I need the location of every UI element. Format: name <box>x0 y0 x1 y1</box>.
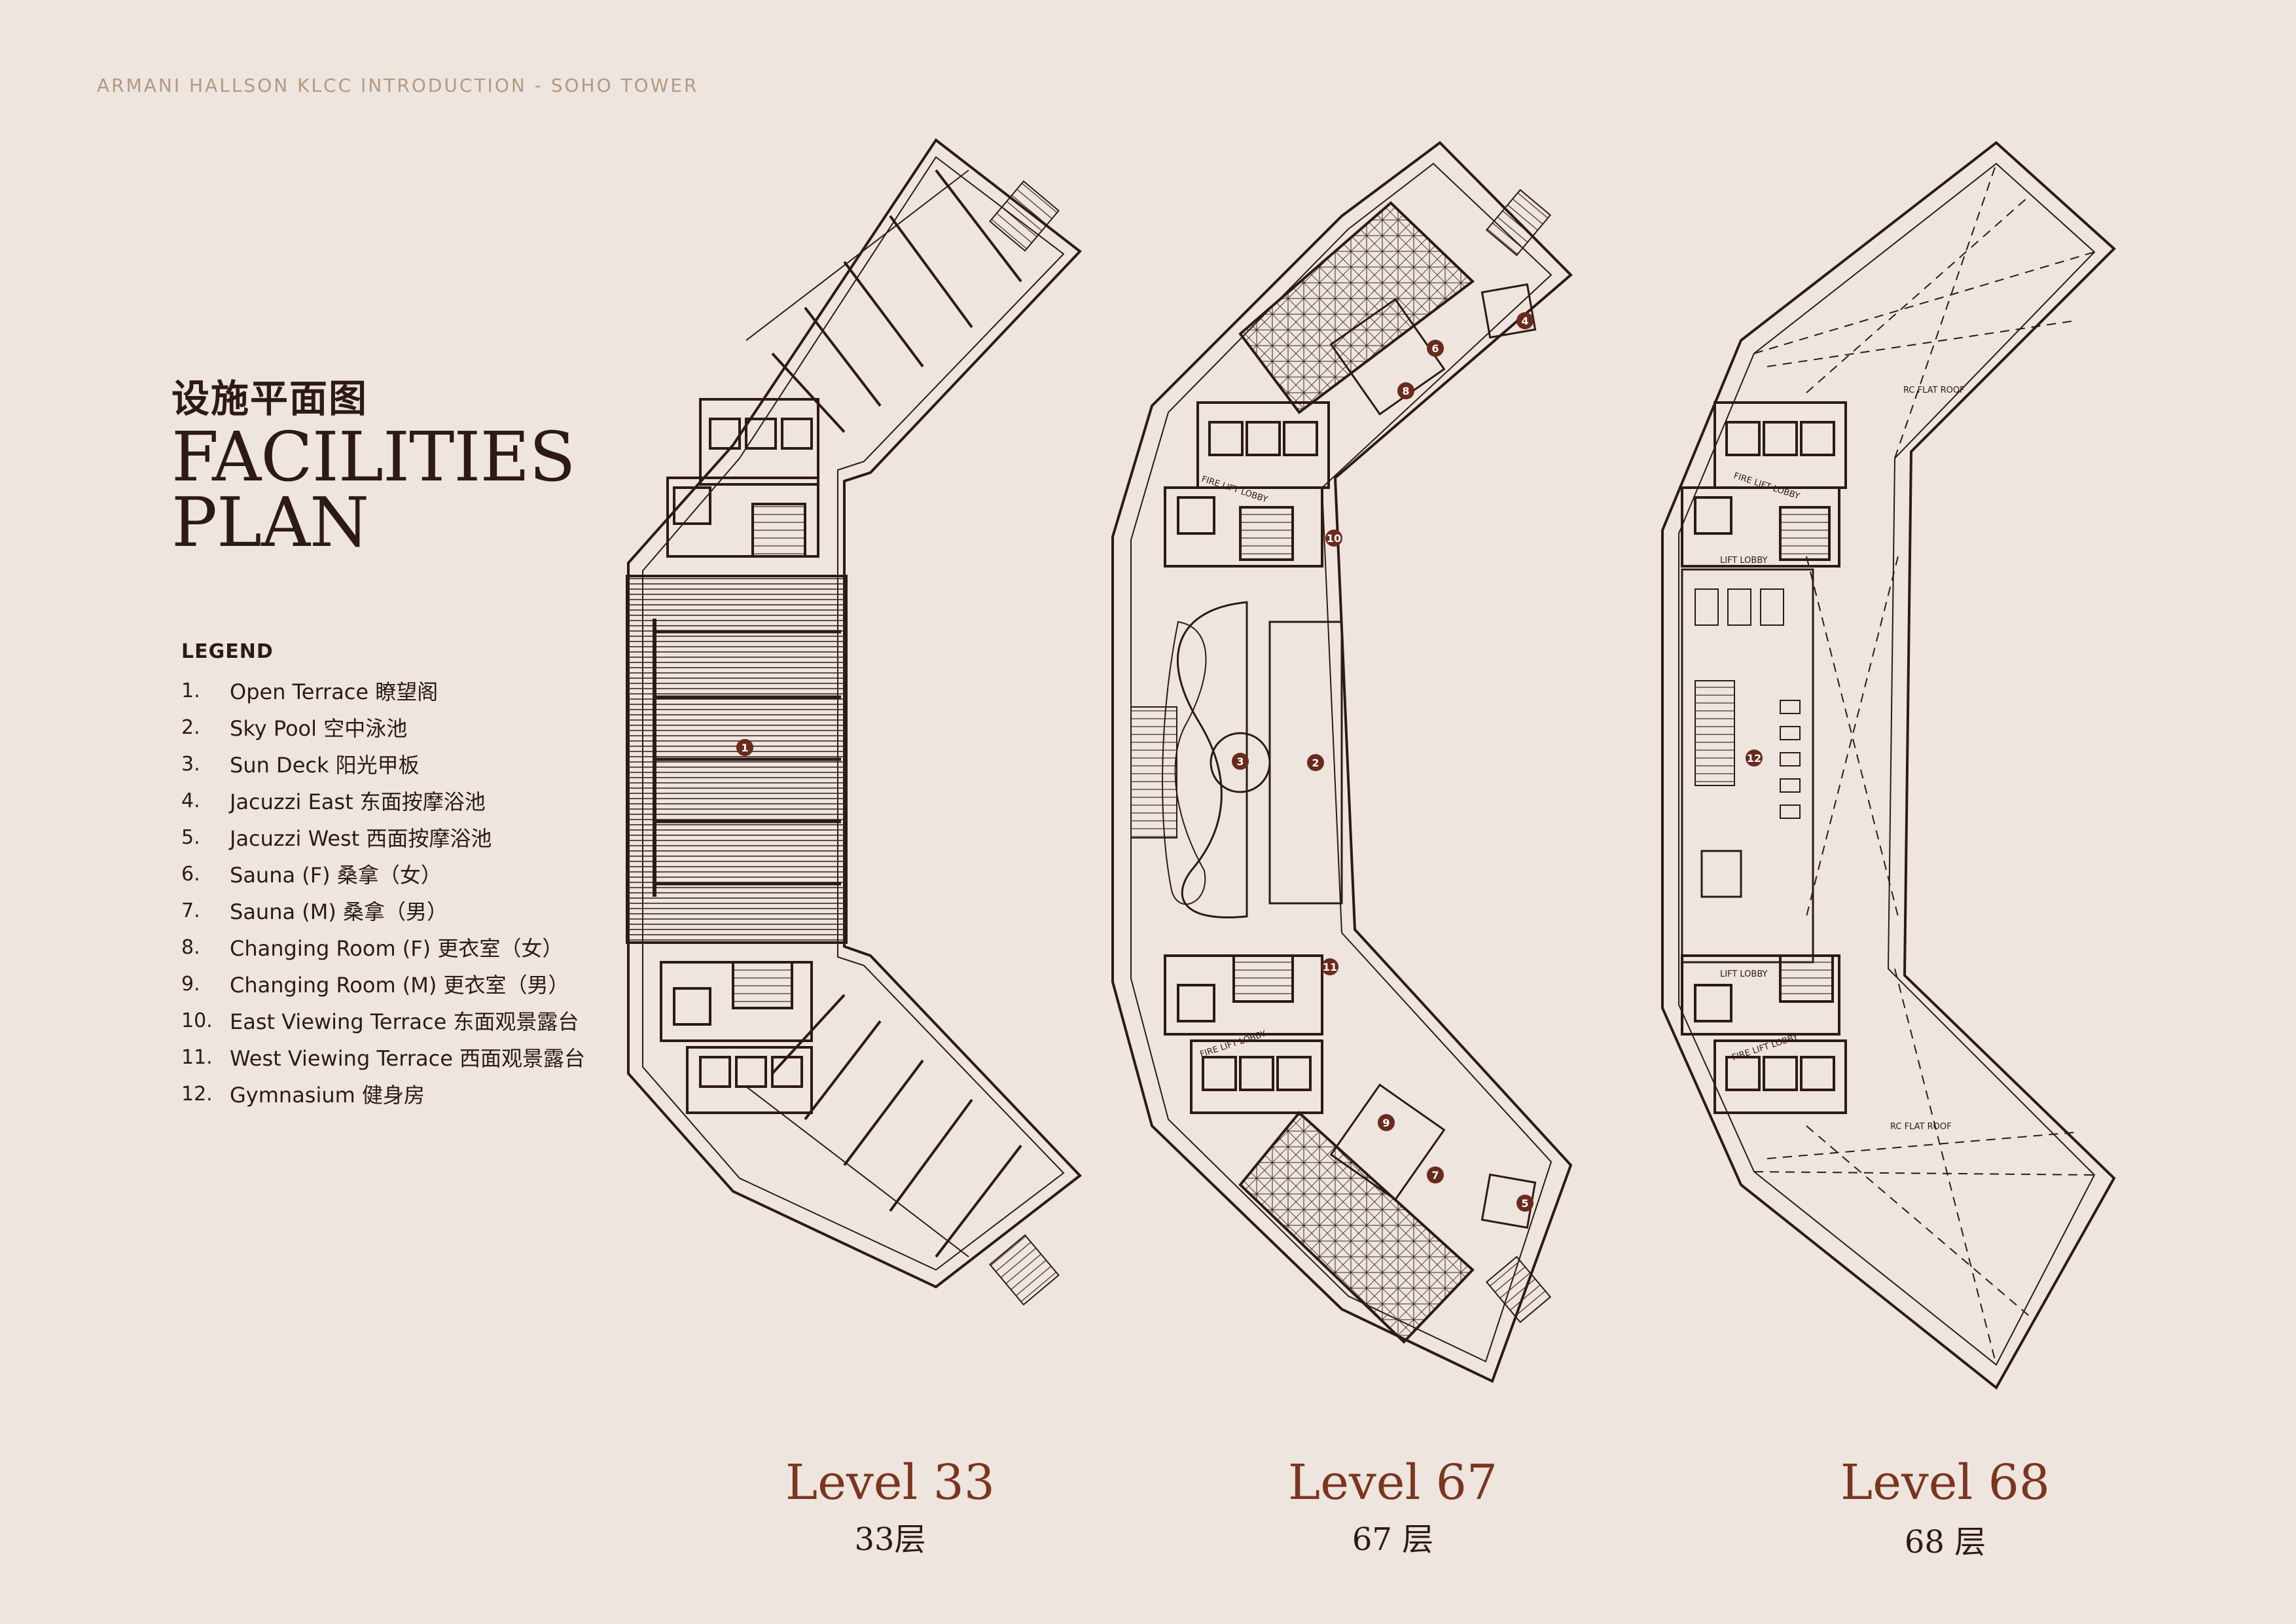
legend-number: 2. <box>181 715 200 739</box>
legend-label: Sun Deck 阳光甲板 <box>230 753 420 778</box>
legend-label: East Viewing Terrace 东面观景露台 <box>230 1009 579 1034</box>
legend-label: Changing Room (F) 更衣室（女） <box>230 936 564 961</box>
legend-label: Jacuzzi West 西面按摩浴池 <box>230 826 492 851</box>
plan-68-roof-lines <box>1753 163 2095 1365</box>
legend-item: 8. Changing Room (F) 更衣室（女） <box>181 929 639 965</box>
legend-item: 10. East Viewing Terrace 东面观景露台 <box>181 1002 639 1039</box>
level-33-title: Level 33 <box>785 1454 995 1511</box>
legend-item: 1. Open Terrace 瞭望阁 <box>181 672 639 709</box>
plan-level-68: RC FLAT ROOF RC FLAT ROOF LIFT LOBBY LIF… <box>1661 141 2116 1390</box>
level-67-subtitle: 67 层 <box>1352 1521 1434 1558</box>
plan-33-core-top <box>666 398 819 558</box>
plan-68-lift-lobby-bottom: LIFT LOBBY <box>1720 969 1768 979</box>
svg-text:9: 9 <box>1382 1117 1390 1129</box>
level-33-subtitle: 33层 <box>854 1521 926 1558</box>
legend-item: 12. Gymnasium 健身房 <box>181 1075 639 1112</box>
legend-label: Open Terrace 瞭望阁 <box>230 679 439 704</box>
legend-label: Gymnasium 健身房 <box>230 1083 425 1108</box>
document-header: ARMANI HALLSON KLCC INTRODUCTION - SOHO … <box>97 75 699 96</box>
plan-level-67: FIRE LIFT LOBBY FIRE LIFT LOBBY <box>1111 141 1573 1383</box>
plan-68-gymnasium <box>1681 568 1814 964</box>
svg-text:11: 11 <box>1323 961 1337 973</box>
legend-item: 5. Jacuzzi West 西面按摩浴池 <box>181 819 639 856</box>
plan-67-core-bottom <box>1164 954 1323 1114</box>
plan-33-bottom-rooms <box>745 994 1022 1258</box>
level-68-title: Level 68 <box>1840 1454 2050 1511</box>
marker-2: 2 <box>1307 754 1324 771</box>
legend-number: 5. <box>181 825 200 849</box>
legend-title: LEGEND <box>181 640 274 663</box>
legend-label: Changing Room (M) 更衣室（男） <box>230 973 569 998</box>
legend-number: 11. <box>181 1045 213 1069</box>
svg-text:3: 3 <box>1236 755 1244 768</box>
page-title: FACILITIES PLAN <box>171 417 576 562</box>
plan-33-inner-wall <box>642 156 1065 1271</box>
legend-item: 6. Sauna (F) 桑拿（女） <box>181 856 639 892</box>
marker-4: 4 <box>1516 312 1534 329</box>
plan-67-core-top <box>1164 401 1330 568</box>
marker-8: 8 <box>1397 382 1414 399</box>
legend-number: 7. <box>181 899 200 922</box>
legend-item: 4. Jacuzzi East 东面按摩浴池 <box>181 782 639 819</box>
legend-number: 12. <box>181 1082 213 1106</box>
plan-level-33 <box>626 138 1082 1306</box>
legend-label: Sky Pool 空中泳池 <box>230 716 408 741</box>
svg-text:6: 6 <box>1431 342 1439 355</box>
plan-68-outline <box>1661 141 2116 1390</box>
plan-67-fire-lift-lobby-top: FIRE LIFT LOBBY <box>1200 475 1269 505</box>
plan-67-jacuzzi-east <box>1480 283 1537 339</box>
plan-68-core-top <box>1681 401 1847 568</box>
svg-text:7: 7 <box>1431 1169 1439 1182</box>
marker-5: 5 <box>1516 1195 1534 1212</box>
legend-item: 7. Sauna (M) 桑拿（男） <box>181 892 639 929</box>
plan-33-core-bottom <box>660 961 813 1114</box>
legend-label: Sauna (F) 桑拿（女） <box>230 863 442 888</box>
plan-68-core-bottom <box>1681 954 1847 1114</box>
legend-item: 3. Sun Deck 阳光甲板 <box>181 746 639 782</box>
plan-33-outline <box>627 138 1082 1289</box>
legend-label: West Viewing Terrace 西面观景露台 <box>230 1046 586 1071</box>
marker-1: 1 <box>736 739 753 756</box>
plan-68-rc-flat-roof-top: RC FLAT ROOF <box>1903 386 1965 395</box>
marker-3: 3 <box>1232 753 1249 770</box>
marker-6: 6 <box>1427 340 1444 357</box>
legend-number: 4. <box>181 789 200 812</box>
level-67-title: Level 67 <box>1288 1454 1498 1511</box>
svg-text:1: 1 <box>741 742 748 754</box>
legend-number: 9. <box>181 972 200 996</box>
svg-text:4: 4 <box>1521 315 1528 327</box>
plan-33-top-rooms <box>745 169 1022 433</box>
plan-67-pool-bottom <box>1238 1111 1475 1344</box>
plan-67-outline <box>1111 141 1573 1383</box>
legend: LEGEND 1. Open Terrace 瞭望阁 2. Sky Pool 空中泳… <box>181 640 639 1112</box>
legend-label: Jacuzzi East 东面按摩浴池 <box>230 789 486 814</box>
legend-item: 9. Changing Room (M) 更衣室（男） <box>181 965 639 1002</box>
level-68-subtitle: 68 层 <box>1904 1524 1986 1561</box>
marker-11: 11 <box>1321 958 1338 975</box>
marker-7: 7 <box>1427 1166 1444 1183</box>
marker-12: 12 <box>1746 749 1763 767</box>
legend-label: Sauna (M) 桑拿（男） <box>230 899 448 924</box>
marker-9: 9 <box>1378 1114 1395 1131</box>
legend-number: 8. <box>181 935 200 959</box>
legend-number: 6. <box>181 862 200 886</box>
plan-68-fire-lift-lobby-top: FIRE LIFT LOBBY <box>1732 471 1801 502</box>
svg-text:10: 10 <box>1327 532 1341 545</box>
svg-text:12: 12 <box>1747 752 1761 765</box>
legend-number: 10. <box>181 1009 213 1032</box>
legend-number: 3. <box>181 752 200 776</box>
legend-item: 2. Sky Pool 空中泳池 <box>181 709 639 746</box>
plan-68-rc-flat-roof-bottom: RC FLAT ROOF <box>1890 1122 1952 1132</box>
svg-text:5: 5 <box>1521 1197 1528 1210</box>
marker-10: 10 <box>1325 530 1342 547</box>
legend-number: 1. <box>181 679 200 702</box>
svg-text:2: 2 <box>1312 757 1319 769</box>
plan-68-lift-lobby-top: LIFT LOBBY <box>1720 556 1768 566</box>
svg-text:8: 8 <box>1402 385 1409 397</box>
plan-67-sky-pool <box>1268 621 1343 905</box>
legend-item: 11. West Viewing Terrace 西面观景露台 <box>181 1039 639 1075</box>
page-title-cn: 设施平面图 <box>171 376 368 421</box>
plan-67-pool-top <box>1238 201 1475 414</box>
